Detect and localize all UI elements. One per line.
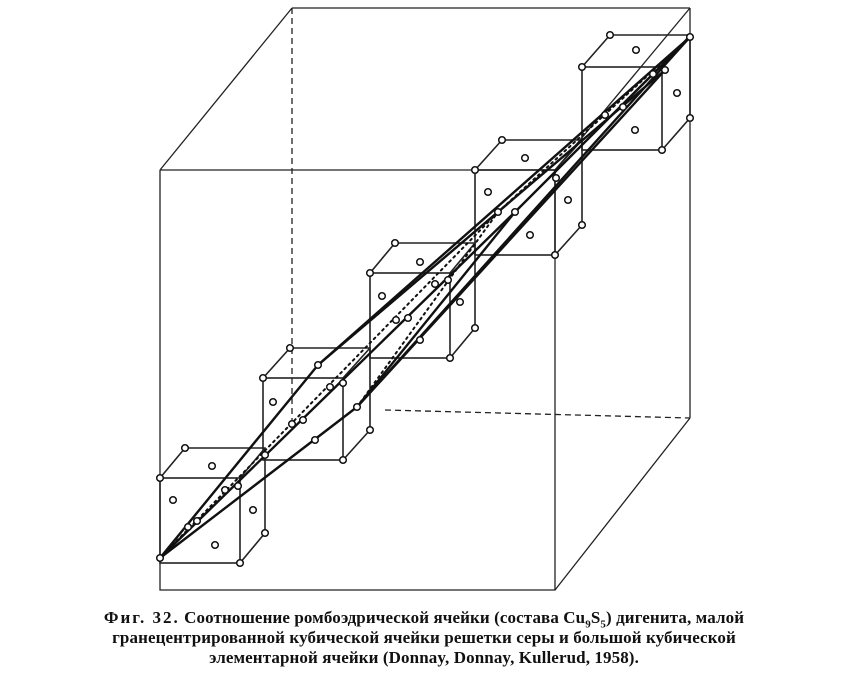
atom-53	[685, 32, 695, 42]
atom-1	[155, 553, 165, 563]
atom-markers	[155, 30, 695, 568]
atom-11	[192, 516, 202, 526]
atom-61	[660, 65, 670, 75]
crystal-structure-diagram	[155, 7, 695, 591]
atom-40	[550, 250, 560, 260]
atom-24	[298, 415, 308, 425]
caption-line-3: элементарной ячейки (Donnay, Donnay, Kul…	[209, 648, 639, 667]
atom-7	[207, 461, 217, 471]
atom-26	[338, 378, 348, 388]
caption-text-a: Соотношение ромбоэдрической ячейки (сост…	[184, 608, 586, 627]
rhombohedron-edge-inner-4	[356, 69, 666, 408]
atom-17	[285, 343, 295, 353]
cube-hidden-bottom-edge	[384, 409, 691, 419]
atom-32	[377, 291, 387, 301]
atom-51	[657, 145, 667, 155]
atom-25	[325, 382, 335, 392]
rhombohedron-edge-inner-5	[514, 36, 691, 213]
subscript-9: 9	[585, 618, 591, 631]
caption-line-1: Фиг. 32. Соотношение ромбоэдрической яче…	[4, 608, 844, 631]
subscript-5: 5	[600, 618, 606, 631]
atom-14	[260, 450, 270, 460]
atom-39	[470, 165, 480, 175]
atom-42	[483, 187, 493, 197]
atom-56	[672, 88, 682, 98]
atom-20	[352, 402, 362, 412]
atom-18	[313, 360, 323, 370]
atom-59	[618, 102, 628, 112]
atom-41	[497, 135, 507, 145]
atom-37	[430, 279, 440, 289]
atom-34	[455, 297, 465, 307]
rhombohedron-edge-inner-2	[356, 211, 516, 408]
figure-caption: Фиг. 32. Соотношение ромбоэдрической яче…	[4, 608, 844, 668]
atom-13	[233, 481, 243, 491]
atom-19	[365, 425, 375, 435]
figure-label: Фиг. 32.	[103, 608, 180, 627]
atom-46	[525, 230, 535, 240]
atom-27	[365, 268, 375, 278]
atom-10	[183, 522, 193, 532]
atom-55	[631, 45, 641, 55]
atom-49	[551, 173, 561, 183]
atom-30	[415, 257, 425, 267]
atom-50	[577, 62, 587, 72]
atom-57	[630, 125, 640, 135]
caption-line-2: гранецентрированной кубической ячейки ре…	[112, 628, 736, 647]
atom-35	[391, 315, 401, 325]
atom-45	[563, 195, 573, 205]
cube-top-left-edge	[159, 7, 293, 171]
atom-6	[168, 495, 178, 505]
atom-36	[403, 313, 413, 323]
atom-8	[210, 540, 220, 550]
atom-38	[443, 275, 453, 285]
atom-9	[248, 505, 258, 515]
atom-60	[648, 69, 658, 79]
atom-4	[180, 443, 190, 453]
atom-33	[415, 335, 425, 345]
rhombohedral-cell	[158, 35, 692, 560]
atom-3	[155, 473, 165, 483]
atom-58	[600, 110, 610, 120]
atom-47	[493, 207, 503, 217]
atom-15	[258, 373, 268, 383]
atom-44	[520, 153, 530, 163]
cube-bottom-right-edge	[554, 417, 691, 591]
atom-5	[260, 528, 270, 538]
cube-front-face	[159, 169, 556, 591]
caption-text-b: S	[590, 608, 601, 627]
atom-21	[268, 397, 278, 407]
rhombohedron-edge-inner-1	[159, 211, 516, 559]
atom-31	[470, 323, 480, 333]
atom-2	[235, 558, 245, 568]
atom-28	[445, 353, 455, 363]
atom-54	[685, 113, 695, 123]
caption-text-c: ) дигенита, малой	[605, 608, 745, 627]
atom-23	[287, 419, 297, 429]
atom-29	[390, 238, 400, 248]
atom-16	[338, 455, 348, 465]
atom-52	[605, 30, 615, 40]
atom-43	[577, 220, 587, 230]
atom-12	[220, 485, 230, 495]
atom-48	[510, 207, 520, 217]
atom-22	[310, 435, 320, 445]
